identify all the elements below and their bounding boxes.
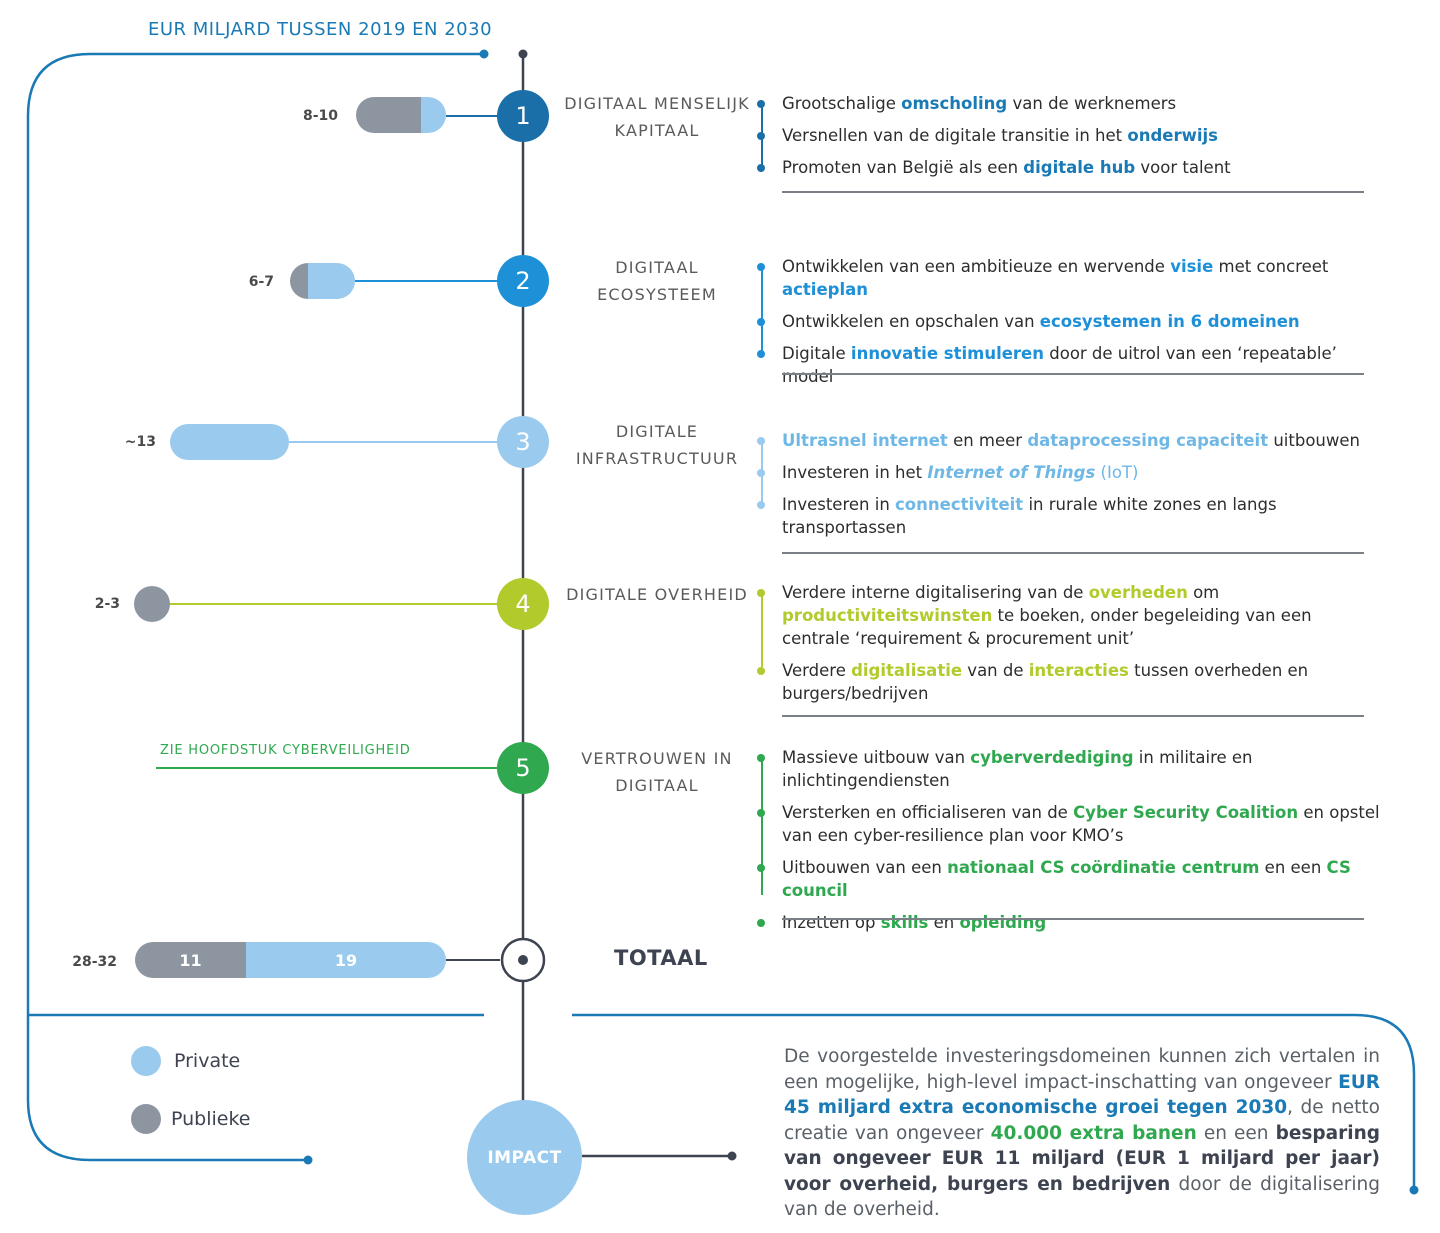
list-item: Investeren in het Internet of Things (Io… <box>757 461 1382 484</box>
domain-4-node: 4 <box>497 578 549 630</box>
domain-3-bullets: Ultrasnel internet en meer dataprocessin… <box>757 429 1382 548</box>
list-item: Promoten van België als een digitale hub… <box>757 156 1382 179</box>
legend-public-swatch <box>131 1104 161 1134</box>
domain-1-bullets: Grootschalige omscholing van de werkneme… <box>757 92 1382 188</box>
domain-5-bullets: Massieve uitbouw van cyberverdediging in… <box>757 746 1392 943</box>
separator <box>782 918 1364 920</box>
amount-domain-1: 8-10 <box>302 108 338 124</box>
impact-description: De voorgestelde investeringsdomeinen kun… <box>784 1046 1380 1220</box>
domain-4-bullets: Verdere interne digitalisering van de ov… <box>757 581 1382 714</box>
list-item: Versnellen van de digitale transitie in … <box>757 124 1382 147</box>
domain-3-node: 3 <box>497 416 549 468</box>
list-item: Digitale innovatie stimuleren door de ui… <box>757 342 1392 388</box>
list-item: Ultrasnel internet en meer dataprocessin… <box>757 429 1382 452</box>
domain-1-node: 1 <box>497 90 549 142</box>
impact-circle: IMPACT <box>467 1100 582 1215</box>
domain-2-bullets: Ontwikkelen van een ambitieuze en werven… <box>757 255 1392 397</box>
totaal-bar: 11 19 <box>135 942 446 978</box>
private-segment <box>308 263 355 299</box>
domain-4-title: DIGITALE OVERHEID <box>566 585 748 604</box>
totaal-label: TOTAAL <box>614 946 708 970</box>
separator <box>782 715 1364 717</box>
investment-bar-4 <box>134 586 170 622</box>
separator <box>782 373 1364 375</box>
list-item: Versterken en officialiseren van de Cybe… <box>757 801 1392 847</box>
list-item: Verdere digitalisatie van de interacties… <box>757 659 1382 705</box>
list-item: Ontwikkelen van een ambitieuze en werven… <box>757 255 1392 301</box>
domain-2-node: 2 <box>497 255 549 307</box>
amount-domain-3: ~13 <box>124 434 156 450</box>
private-segment <box>170 424 289 460</box>
public-segment <box>356 97 421 133</box>
list-item: Uitbouwen van een nationaal CS coördinat… <box>757 856 1392 902</box>
public-segment <box>290 263 308 299</box>
list-item: Massieve uitbouw van cyberverdediging in… <box>757 746 1392 792</box>
list-item: Ontwikkelen en opschalen van ecosystemen… <box>757 310 1392 333</box>
legend-private-label: Private <box>174 1050 241 1072</box>
legend-private-swatch <box>131 1046 161 1076</box>
investment-bar-2 <box>290 263 355 299</box>
list-item: Verdere interne digitalisering van de ov… <box>757 581 1382 650</box>
cyber-chapter-note: ZIE HOOFDSTUK CYBERVEILIGHEID <box>160 743 411 758</box>
list-item: Inzetten op skills en opleiding <box>757 911 1392 934</box>
amount-domain-2: 6-7 <box>248 274 274 290</box>
domain-5-node: 5 <box>497 742 549 794</box>
list-item: Grootschalige omscholing van de werkneme… <box>757 92 1382 115</box>
investment-bar-3 <box>170 424 289 460</box>
investment-bar-1 <box>356 97 446 133</box>
separator <box>782 191 1364 193</box>
header-title: EUR MILJARD TUSSEN 2019 EN 2030 <box>148 19 493 40</box>
totaal-private-segment: 19 <box>246 942 446 978</box>
totaal-public-segment: 11 <box>135 942 246 978</box>
separator <box>782 552 1364 554</box>
legend-public-label: Publieke <box>171 1108 251 1130</box>
amount-domain-4: 2-3 <box>94 596 120 612</box>
list-item: Investeren in connectiviteit in rurale w… <box>757 493 1382 539</box>
totaal-amount: 28-32 <box>72 954 117 970</box>
